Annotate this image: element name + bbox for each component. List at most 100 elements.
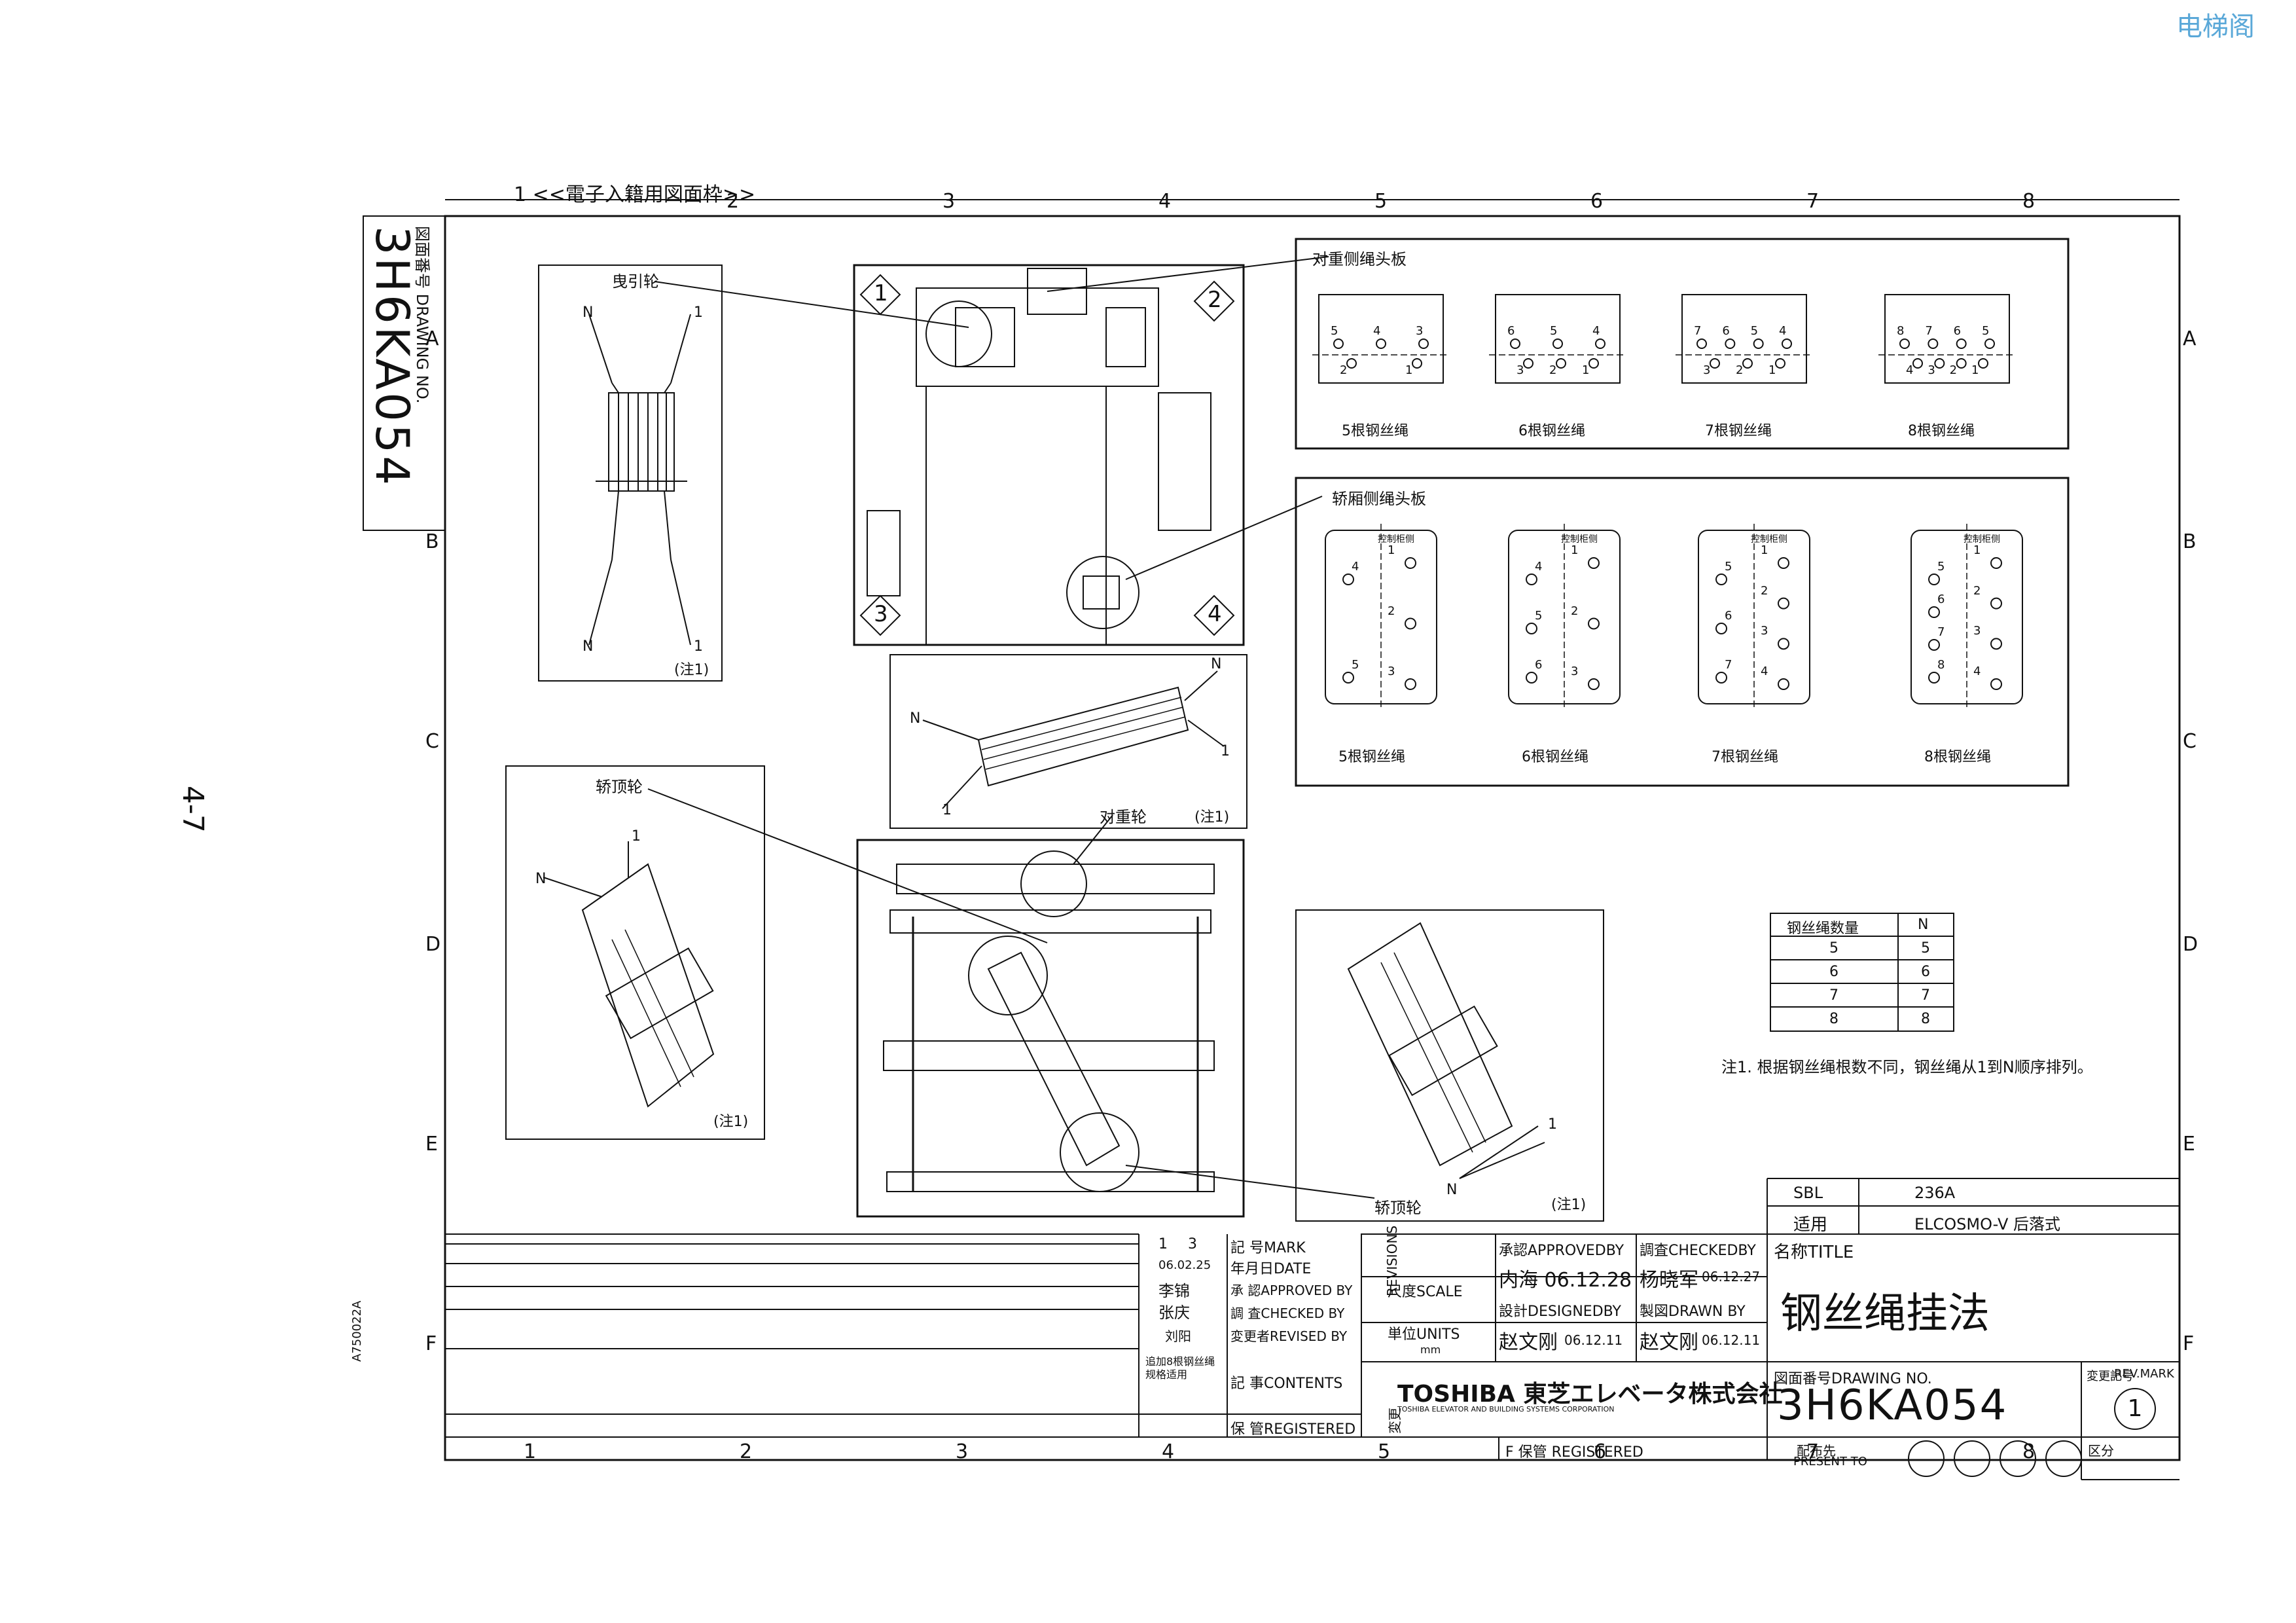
rope-table-count-cell: 7: [1829, 987, 1839, 1004]
rope-hole: [1412, 358, 1422, 369]
rope-hole: [1928, 672, 1940, 684]
rope-hole: [1956, 358, 1967, 369]
row-letter-right: F: [2183, 1332, 2195, 1355]
rope-table-count-cell: 5: [1829, 940, 1839, 957]
cw-hitch-boxes: [1312, 294, 2016, 384]
present-circle: [2045, 1440, 2082, 1477]
plan-number-1: 1: [874, 280, 888, 306]
rope-hole: [1928, 338, 1939, 349]
rope-index-label: 1: [1582, 363, 1590, 377]
rope-hole: [1405, 617, 1416, 630]
rev-mark-label: 記 号MARK: [1230, 1240, 1306, 1256]
rope-index-label: 7: [1725, 658, 1732, 672]
row-letter-left: C: [425, 730, 439, 753]
car-hitch-boxes: [1325, 524, 2023, 710]
rope-hole: [1595, 338, 1605, 349]
applicable-value: ELCOSMO-V 后落式: [1914, 1215, 2060, 1233]
traction-one-bottom: 1: [694, 638, 703, 655]
rope-index-label: 2: [1973, 583, 1981, 598]
designed-value: 赵文刚: [1499, 1331, 1558, 1354]
car-hitch-caption: 7根钢丝绳: [1712, 749, 1778, 765]
rope-table-header-n: N: [1918, 917, 1929, 933]
rev-date: 06.02.25: [1158, 1258, 1211, 1272]
rev-mark-entry-2: 3: [1188, 1236, 1197, 1252]
revisions-vertical-label: REVISIONS: [1384, 1225, 1400, 1296]
units-value: mm: [1420, 1343, 1441, 1356]
company-sub: TOSHIBA ELEVATOR AND BUILDING SYSTEMS CO…: [1397, 1405, 1615, 1413]
sbl-label: SBL: [1793, 1184, 1823, 1202]
rope-hole: [1342, 672, 1354, 684]
traction-one-top: 1: [694, 304, 703, 321]
rope-hole: [1778, 557, 1789, 569]
rev-revised-label: 変更者REVISED BY: [1230, 1328, 1348, 1344]
rope-index-label: 5: [1937, 560, 1945, 574]
column-number-top: 6: [1590, 190, 1604, 213]
rope-hole: [1778, 678, 1789, 690]
rope-table-n-cell: 8: [1921, 1011, 1930, 1027]
rope-index-label: 1: [1971, 363, 1979, 377]
rope-hole: [1742, 358, 1753, 369]
drawn-label: 製図DRAWN BY: [1640, 1304, 1746, 1320]
rope-index-label: 4: [1973, 665, 1981, 678]
rope-index-label: 7: [1694, 324, 1702, 338]
traction-n-top: N: [583, 304, 594, 321]
division-label: 区分: [2088, 1443, 2114, 1459]
cw-hitch-caption: 6根钢丝绳: [1518, 423, 1585, 439]
storage-label: F 保管 REGISTERED: [1505, 1444, 1643, 1461]
rope-index-label: 1: [1571, 543, 1579, 557]
ctrl-side-label: 控制柜侧: [1378, 534, 1414, 545]
rope-index-label: 3: [1516, 363, 1524, 377]
column-number-bottom: 7: [1806, 1440, 1820, 1463]
rope-index-label: 4: [1906, 363, 1914, 377]
frame-title: 1 <<電子入籍用図面枠>>: [514, 183, 756, 206]
rope-index-label: 2: [1549, 363, 1557, 377]
designed-label: 設計DESIGNEDBY: [1499, 1304, 1621, 1320]
ctrl-side-label: 控制柜侧: [1561, 534, 1598, 545]
car-top-left-n: N: [535, 871, 547, 887]
car-hitch-panel: [1125, 477, 2070, 787]
rope-index-label: 7: [1937, 625, 1945, 639]
rope-hole: [1588, 678, 1600, 690]
rope-hole: [1934, 358, 1945, 369]
present-circle: [1954, 1440, 1990, 1477]
rope-table-count-cell: 8: [1829, 1011, 1839, 1027]
rope-index-label: 6: [1535, 658, 1543, 672]
rope-hole: [1523, 358, 1534, 369]
revision-block: [445, 1233, 1362, 1437]
applicable-label: 适用: [1793, 1215, 1828, 1235]
rope-index-label: 6: [1725, 609, 1732, 623]
traction-sheave-label: 曳引轮: [612, 272, 659, 291]
cw-hitch-box: [1681, 294, 1807, 384]
present-to: PRESENT TO: [1793, 1455, 1867, 1468]
column-number-top: 3: [942, 190, 956, 213]
plan-number-3: 3: [874, 601, 888, 627]
rope-hole: [1715, 574, 1727, 585]
rope-table-n-cell: 5: [1921, 940, 1930, 957]
rope-index-label: 4: [1761, 665, 1768, 678]
cw-panel-title: 对重侧绳头板: [1312, 250, 1407, 268]
car-hitch-caption: 5根钢丝绳: [1338, 749, 1405, 765]
rope-hole: [1899, 338, 1910, 349]
rope-index-label: 6: [1953, 324, 1962, 338]
rev-reviser: 刘阳: [1165, 1328, 1191, 1344]
rev-date-label: 年月日DATE: [1230, 1261, 1312, 1277]
rev-mark-value: 1: [2127, 1395, 2143, 1422]
rev-content: 追加8根钢丝绳 规格适用: [1145, 1355, 1215, 1381]
drawn-value: 赵文刚: [1640, 1331, 1698, 1354]
rope-index-label: 2: [1949, 363, 1958, 377]
rope-index-label: 8: [1897, 324, 1905, 338]
watermark: 电梯阁: [2176, 12, 2255, 42]
car-top-right-n: N: [1446, 1182, 1458, 1198]
cw-hitch-box: [1318, 294, 1444, 384]
rope-hole: [1588, 358, 1599, 369]
rev-mark-entry: 1: [1158, 1236, 1168, 1252]
drawn-date: 06.12.11: [1702, 1332, 1761, 1348]
rope-index-label: 2: [1388, 604, 1395, 618]
rope-index-label: 3: [1973, 624, 1981, 638]
car-top-left-one: 1: [632, 828, 641, 845]
note-text: 注1. 根据钢丝绳根数不同，钢丝绳从1到N顺序排列。: [1721, 1058, 2093, 1076]
car-hitch-caption: 8根钢丝绳: [1924, 749, 1991, 765]
cw-sheave-n-right: N: [1211, 656, 1222, 672]
rope-index-label: 5: [1352, 658, 1359, 672]
